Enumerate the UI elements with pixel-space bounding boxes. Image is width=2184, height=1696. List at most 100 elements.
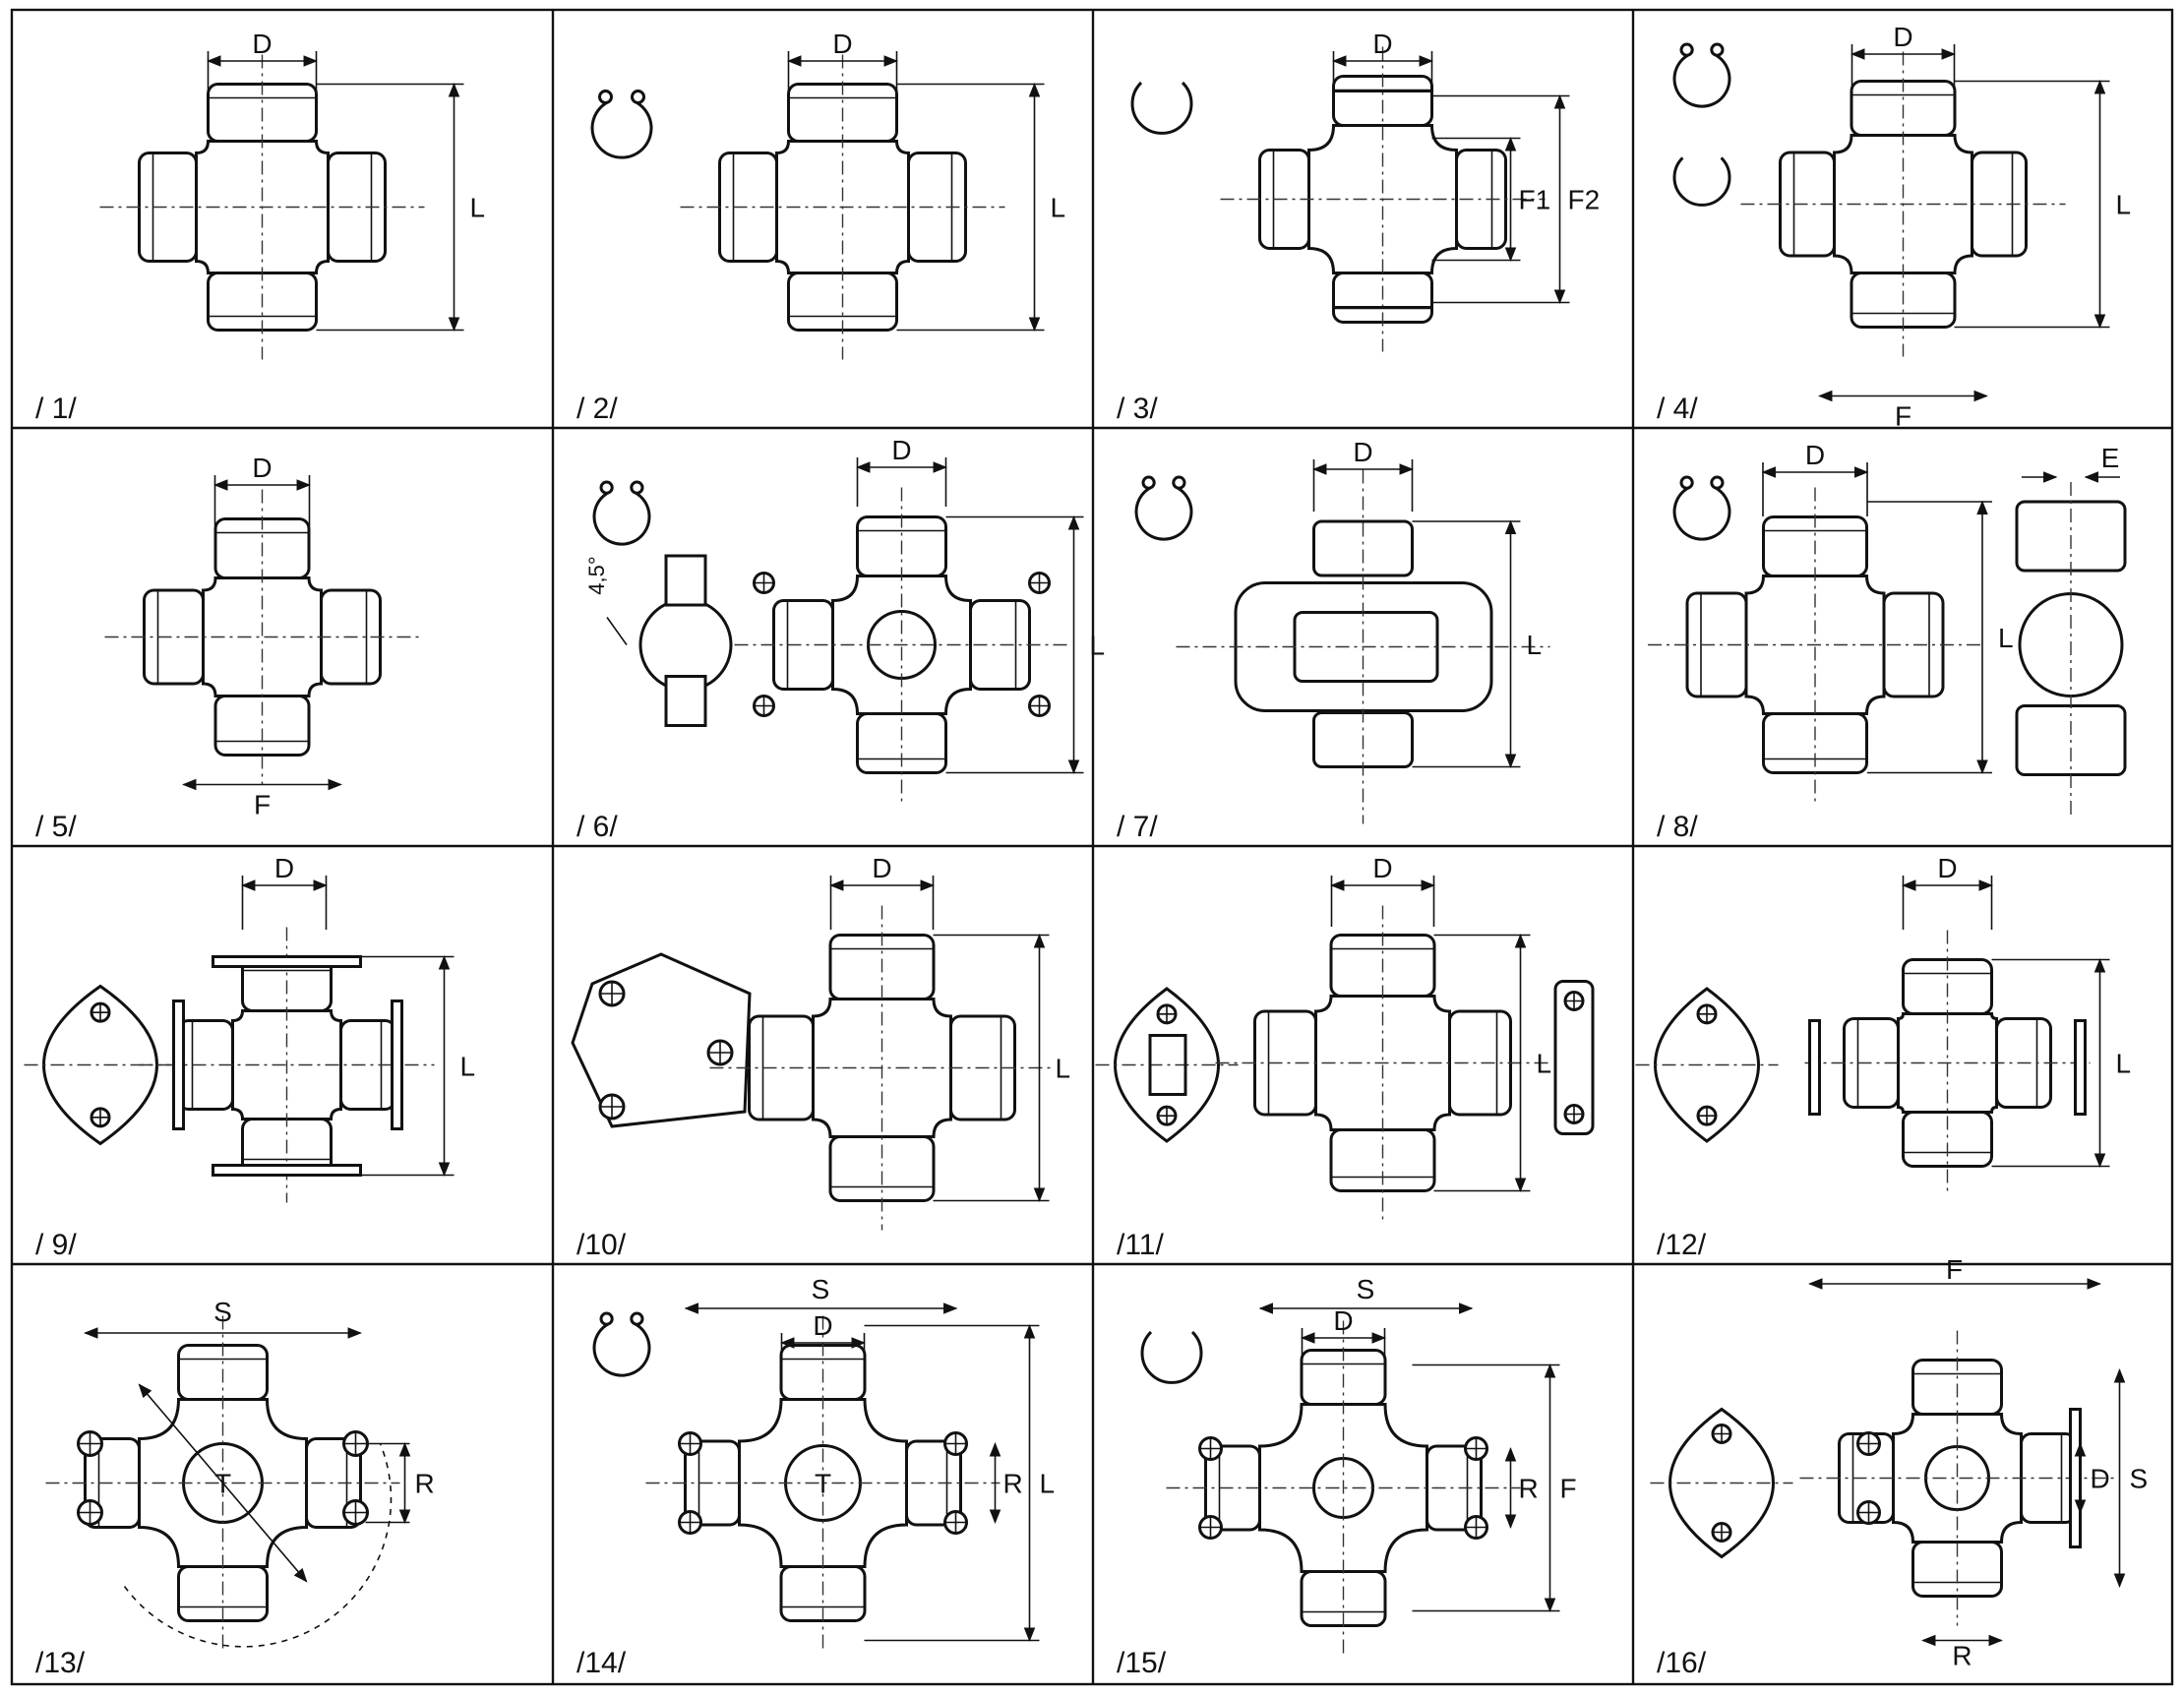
dimension-label: F [1560,1474,1577,1504]
circlip-icon [1134,486,1193,541]
dimension-label: D [1353,437,1372,467]
catalog-cell: / 6/4,5° D L [576,435,1105,843]
circlip-icon [592,1322,651,1377]
bearing-cup [748,1014,815,1121]
cell-number: / 4/ [1657,393,1698,425]
dimension-label: D [2091,1464,2110,1494]
dimension-label: F2 [1568,185,1601,215]
circlip-eye [1679,475,1694,490]
dimension-label: S [2130,1464,2149,1494]
flange-strip [212,955,362,968]
dimension-label: D [1893,22,1912,52]
circlip-icon [1672,486,1731,541]
dimension-label: L [1090,631,1106,661]
snap-ring-icon [1130,81,1193,135]
catalog-cell: /12/D L [1635,853,2132,1261]
angle-line [606,617,628,645]
dimension-label: D [252,29,272,59]
yoke-ear [664,675,707,727]
dimension-label: T [214,1469,231,1499]
dimension-label: D [1333,1305,1353,1336]
table-grid [10,8,2174,1686]
cell-number: / 8/ [1657,811,1698,843]
dimension-arrow [221,1482,308,1583]
flange-strip [391,999,403,1130]
cell-number: /11/ [1117,1229,1164,1261]
catalog-cell: /13/TSR [35,1297,435,1679]
catalog-cell: / 1/D L [35,29,485,425]
dimension-label: R [1003,1469,1023,1499]
flange-strip [2069,1408,2082,1548]
dimension-label: L [2116,190,2132,220]
circlip-eye [1710,475,1725,490]
dimension-label: R [1519,1474,1539,1504]
flange-plate [1653,987,1761,1143]
dimension-label: F [1895,401,1911,432]
dimension-label: L [1051,193,1066,223]
bearing-strap [1553,980,1595,1135]
dimension-label: L [460,1052,476,1082]
dimension-label: F [1946,1254,1963,1285]
cell-number: /12/ [1657,1229,1707,1261]
flange-plate [41,984,159,1146]
flange-plate [1113,987,1221,1143]
dimension-label: L [1998,623,2014,653]
circlip-eye [598,90,613,104]
catalog-cell: / 7/D L [1117,437,1550,843]
circlip-eye [599,1311,614,1326]
catalog-cell: / 2/DL [576,29,1065,425]
dimension-arrow [138,1383,224,1484]
dimension-label: D [891,435,911,465]
dimension-label: 4,5° [584,556,609,594]
cell-number: /14/ [576,1647,627,1679]
dimension-label: L [470,193,486,223]
dimension-label: S [1357,1274,1375,1304]
circlip-icon [592,491,651,546]
dimension-label: S [213,1297,232,1327]
cell-number: / 2/ [576,393,618,425]
dimension-label: L [1537,1049,1552,1079]
catalog-cell: /10/D L [571,853,1071,1261]
spider-body [202,576,323,697]
catalog-cell: / 5/DF [35,453,420,843]
dimension-label: R [415,1469,435,1499]
dimension-label: L [1040,1469,1056,1499]
circlip-eye [1172,475,1186,490]
circlip-icon [1672,53,1731,108]
dimension-label: R [1952,1641,1972,1671]
dimension-label: L [1056,1054,1071,1084]
yoke-ear [664,554,707,607]
circlip-eye [1710,42,1725,57]
flange-plate [1668,1407,1776,1559]
swing-arc [123,1443,393,1648]
snap-ring-icon [1140,1330,1203,1384]
circlip-eye [1141,475,1156,490]
dimension-label: L [2116,1049,2132,1079]
dimension-label: D [252,453,272,483]
cell-number: / 7/ [1117,811,1158,843]
circlip-eye [599,480,614,495]
dimension-label: L [1527,630,1543,660]
dimension-label: D [274,853,294,883]
dimension-label: D [872,853,891,883]
flange-slot [1148,1034,1187,1096]
flange-strip [2074,1019,2087,1116]
flange-strip [172,999,185,1130]
cell-number: / 6/ [576,811,618,843]
dimension-label: D [1937,853,1957,883]
dimension-label: D [1805,440,1825,470]
dimension-label: D [1372,853,1392,883]
catalog-cell: /11/D L [1095,853,1595,1261]
cell-number: /10/ [576,1229,627,1261]
dimension-label: E [2101,443,2120,473]
catalog-cell: / 4/D L F [1657,22,2131,432]
cell-number: /15/ [1117,1647,1167,1679]
flange-strip [212,1164,362,1177]
cell-number: / 1/ [35,393,77,425]
dimension-label: F1 [1519,185,1551,215]
cell-number: /16/ [1657,1647,1707,1679]
